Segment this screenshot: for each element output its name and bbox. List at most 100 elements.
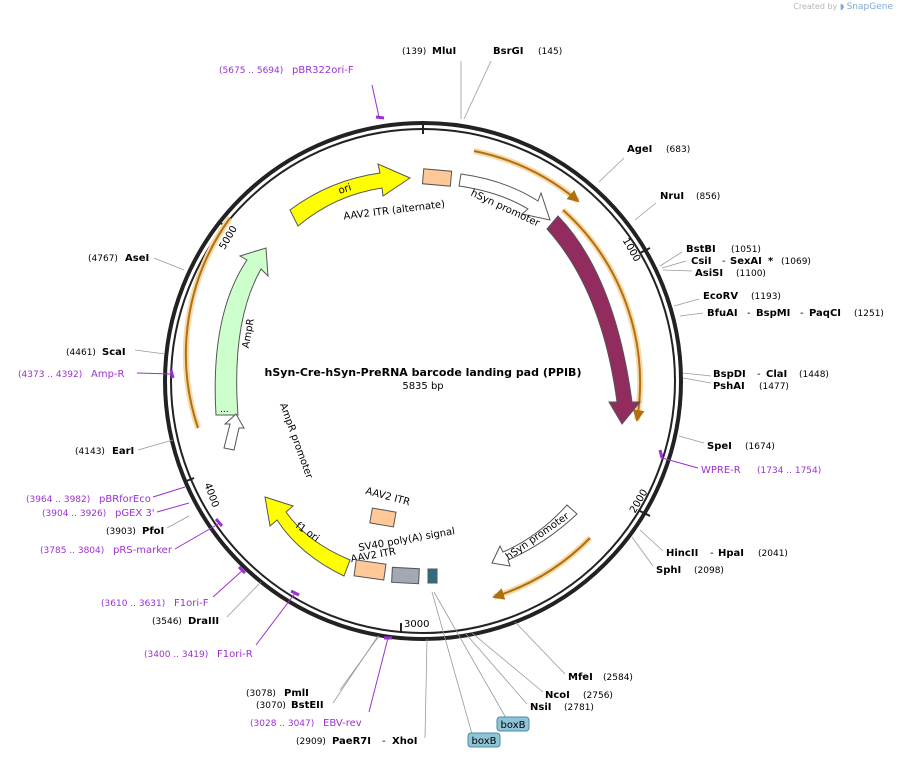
enzyme-ncoi-name[interactable]: NcoI [545,690,570,701]
enzyme-spei-name[interactable]: SpeI [707,441,732,452]
enzyme-mfei-name[interactable]: MfeI [568,672,593,683]
short-feature-box[interactable] [427,568,438,584]
ampr-feature[interactable] [214,247,269,416]
enzyme-bspdi-dash: - [757,369,761,380]
ori-feature[interactable] [289,163,412,227]
primer-pbrforeco-range: (3964 .. 3982) [26,495,90,505]
enzyme-paer7i-dash: - [382,736,386,747]
primer-wpre-r-name[interactable]: WPRE-R [701,465,741,476]
enzyme-xhoi-name[interactable]: XhoI [392,736,417,747]
itr2-box[interactable] [353,559,387,581]
enzyme-bsrgi-pos: (145) [538,47,562,57]
enzyme-bsrgi-name[interactable]: BsrGI [493,46,523,57]
enzyme-nsii-pos: (2781) [564,703,594,713]
enzyme-mlui-pos: (139) [402,47,426,57]
enzyme-spei-pos: (1674) [745,442,775,452]
primer-amp-r-name[interactable]: Amp-R [91,369,125,380]
enzyme-pshai-name[interactable]: PshAI [713,381,745,392]
enzyme-scai-pos: (4461) [66,348,96,358]
enzyme-pshai-pos: (1477) [759,382,789,392]
enzyme-sphi-name[interactable]: SphI [656,565,681,576]
enzyme-pfoi-name[interactable]: PfoI [142,526,164,537]
enzyme-paer7i-name[interactable]: PaeR7I [332,736,371,747]
enzyme-eari-name[interactable]: EarI [112,446,134,457]
enzyme-csii-dash: - [722,256,726,267]
primer-f1ori-r-name[interactable]: F1ori-R [217,649,253,660]
enzyme-paer7i-pos: (2909) [296,737,326,747]
enzyme-nsii-name[interactable]: NsiI [530,702,551,713]
primer-pbr322ori-f-name[interactable]: pBR322ori-F [292,65,354,76]
enzyme-bspdi-name[interactable]: BspDI [713,369,746,380]
enzyme-nrui-name[interactable]: NruI [660,191,684,202]
enzyme-nrui-pos: (856) [696,192,720,202]
enzyme-eari-pos: (4143) [75,447,105,457]
watermark-brand: SnapGene [846,2,893,12]
enzyme-bstbi-pos: (1051) [731,245,761,255]
snapgene-logo-icon: ◗ [839,2,845,11]
enzyme-draiii-name[interactable]: DraIII [188,616,219,627]
enzyme-paqci-name[interactable]: PaqCI [809,308,841,319]
primer-f1ori-f-name[interactable]: F1ori-F [174,598,209,609]
primer-wpre-r-range: (1734 .. 1754) [757,466,821,476]
itr-box[interactable] [369,507,397,528]
primer-prs-marker-name[interactable]: pRS-marker [113,545,173,556]
enzyme-ecorv-name[interactable]: EcoRV [703,291,738,302]
primer-f1ori-f-range: (3610 .. 3631) [101,599,165,609]
hsyn-promoter-1-feature[interactable] [458,173,551,221]
ampr-label: AmpR [241,318,257,349]
tick-4000 [183,477,195,483]
enzyme-hpai-name[interactable]: HpaI [718,548,744,559]
boxb-label-1: boxB [501,720,526,731]
enzyme-mlui-name[interactable]: MluI [432,46,456,57]
plasmid-name: hSyn-Cre-hSyn-PreRNA barcode landing pad… [265,366,582,379]
tick-label-3000: 3000 [404,619,429,630]
itr-label: AAV2 ITR [364,486,411,508]
primer-amp-r-range: (4373 .. 4392) [18,370,82,380]
enzyme-pmli-name[interactable]: PmlI [284,688,309,699]
ori-label: ori [337,182,353,196]
primer-pgex3-range: (3904 .. 3926) [42,509,106,519]
primer-pbr322ori-f-range: (5675 .. 5694) [219,66,283,76]
enzyme-hincii-dash: - [710,548,714,559]
enzyme-sexai-star: * [768,256,774,267]
enzyme-csii-name[interactable]: CsiI [691,256,711,267]
primer-labels: (5675 .. 5694) pBR322ori-F (4373 .. 4392… [18,65,821,729]
enzyme-pmli-pos: (3078) [246,689,276,699]
itr-alternate-box[interactable] [421,168,453,187]
enzyme-sexai-name[interactable]: SexAI [730,256,762,267]
f1-ori-feature[interactable] [264,496,351,577]
primer-ebv-rev-name[interactable]: EBV-rev [323,718,362,729]
enzyme-bspmi-name[interactable]: BspMI [756,308,790,319]
boxb-badge-1[interactable] [496,716,530,732]
tick-2000 [639,510,651,517]
sv40-box[interactable] [391,566,420,585]
enzyme-agei-name[interactable]: AgeI [627,144,652,155]
enzyme-clai-name[interactable]: ClaI [766,369,787,380]
hsyn-promoter-2-label: hSyn promoter [504,510,572,562]
enzyme-sphi-pos: (2098) [694,566,724,576]
primer-pgex3-name[interactable]: pGEX 3' [115,508,155,519]
enzyme-bfuai-name[interactable]: BfuAI [707,308,738,319]
cre-feature[interactable] [546,215,642,425]
boxb-leader-lines [431,591,507,735]
enzyme-asisi-name[interactable]: AsiSI [695,268,723,279]
hsyn-promoter-2-feature[interactable] [491,504,578,567]
primer-pbrforeco-name[interactable]: pBRforEco [99,494,151,505]
enzyme-hincii-name[interactable]: HincII [666,548,698,559]
enzyme-bsteii-name[interactable]: BstEII [291,700,324,711]
enzyme-pfoi-pos: (3903) [106,527,136,537]
enzyme-asei-name[interactable]: AseI [125,253,149,264]
orf-arc-top-line [473,150,580,203]
primer-ebv-rev-range: (3028 .. 3047) [250,719,314,729]
boxb-badge-2[interactable] [467,732,501,748]
enzyme-agei-pos: (683) [666,145,690,155]
enzyme-bfuai-pos: (1251) [854,309,884,319]
enzyme-scai-name[interactable]: ScaI [102,347,126,358]
enzyme-ecorv-pos: (1193) [751,292,781,302]
enzyme-asei-pos: (4767) [88,254,118,264]
enzyme-bspdi-pos: (1448) [799,370,829,380]
enzyme-bstbi-name[interactable]: BstBI [686,244,716,255]
orf-arc-right-line [562,209,645,422]
ampr-promoter-feature[interactable] [223,413,245,451]
